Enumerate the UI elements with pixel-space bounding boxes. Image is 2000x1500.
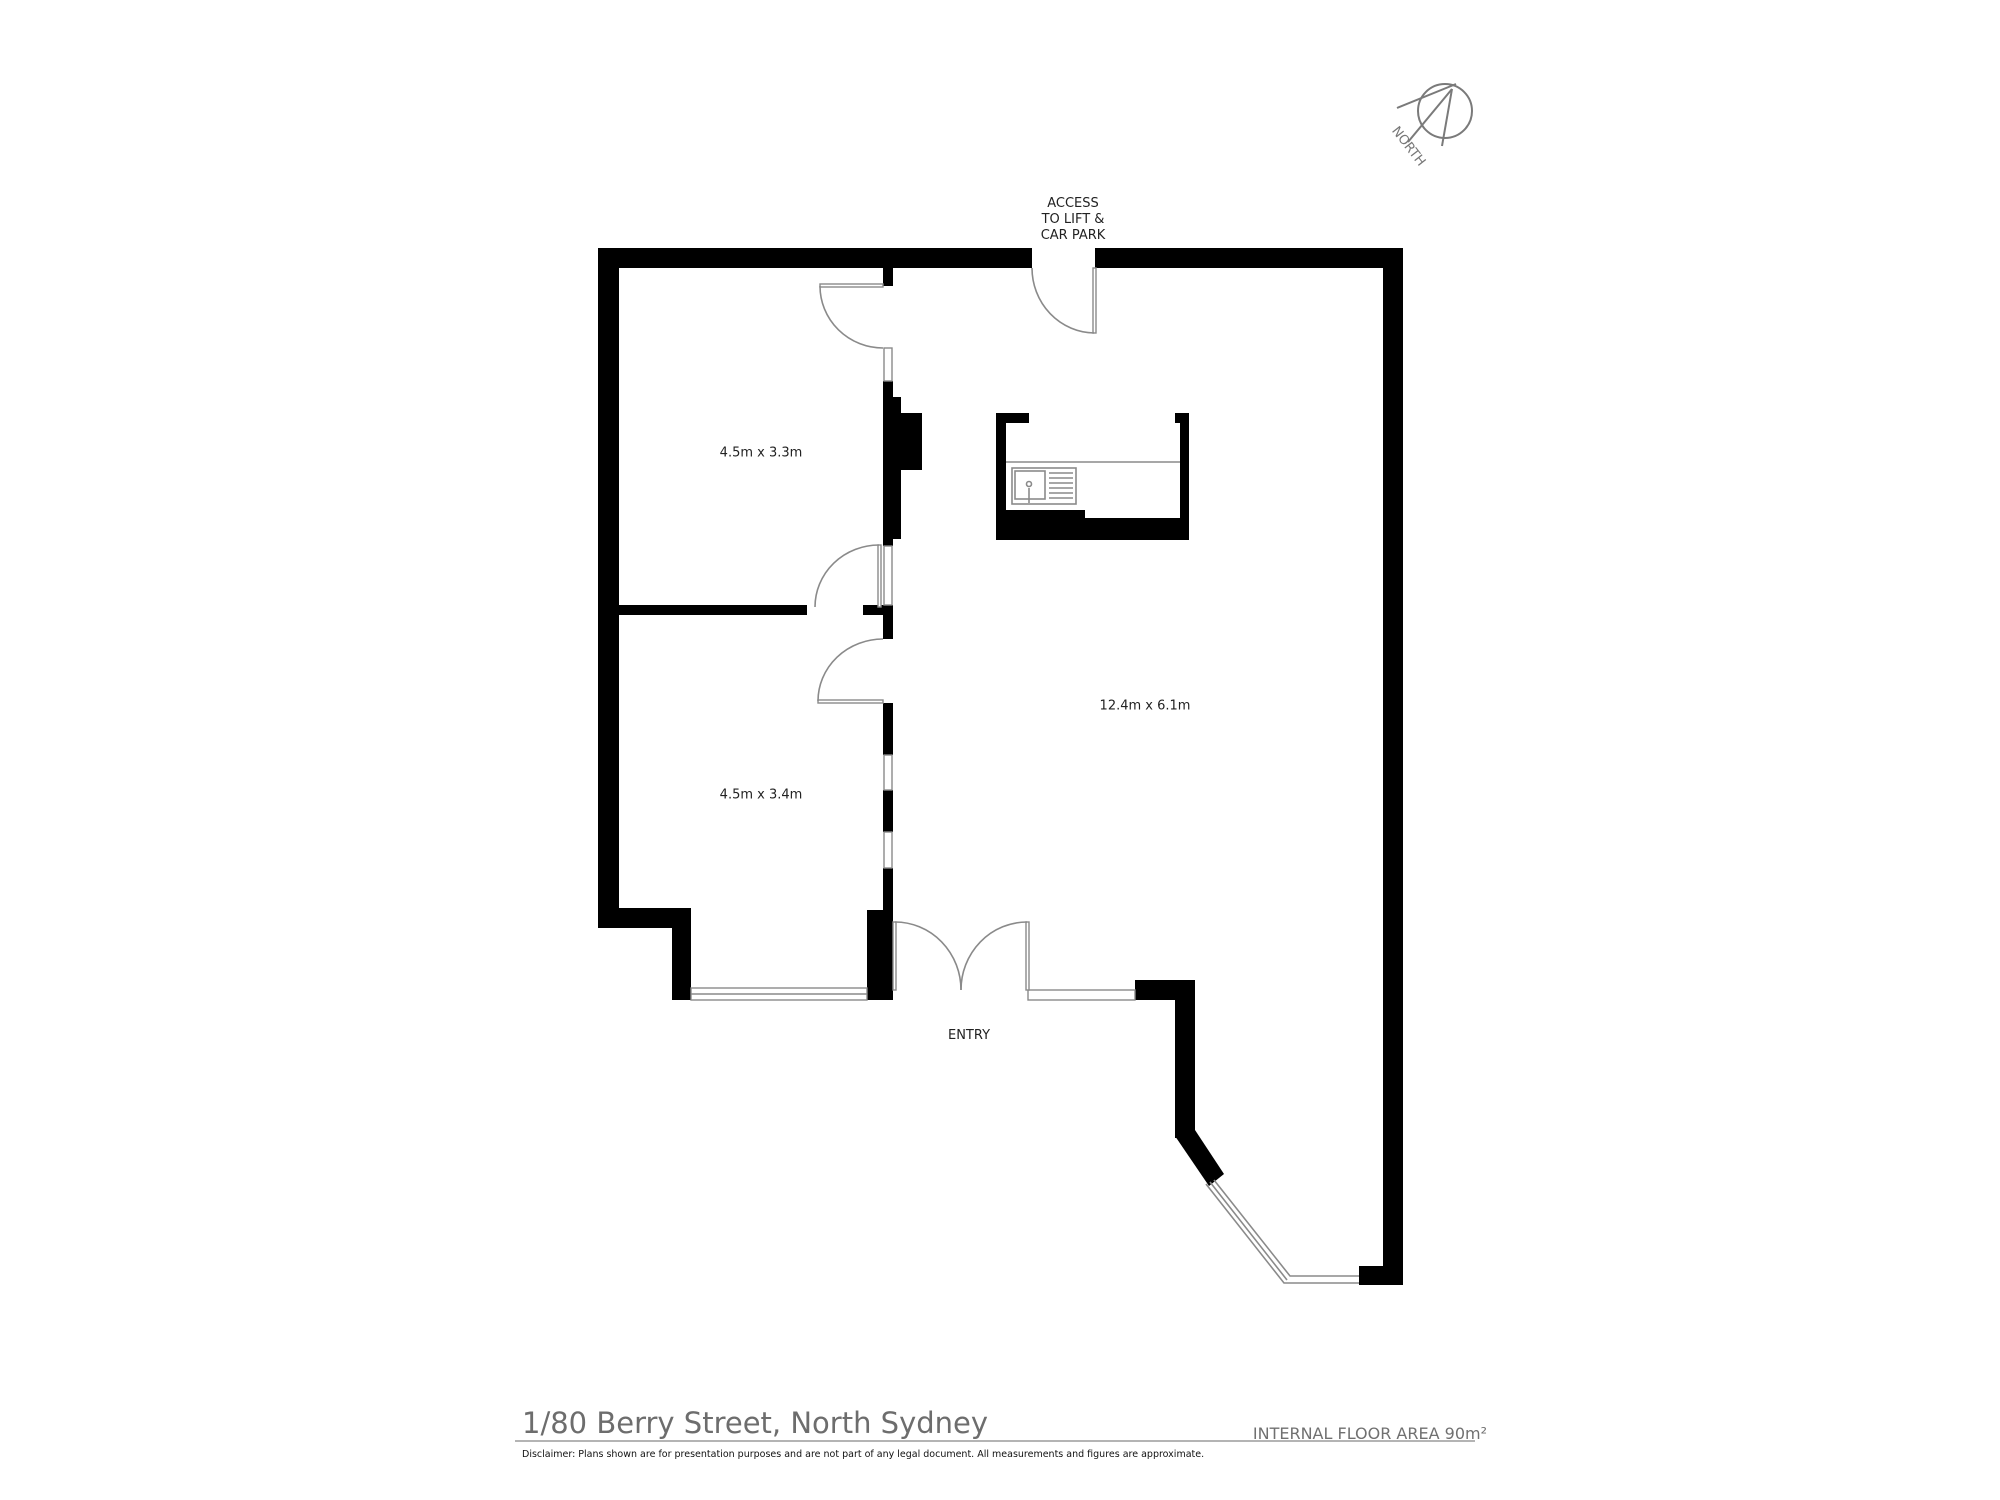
entry-annotation: ENTRY — [947, 1028, 991, 1043]
kitchen-bench — [996, 413, 1189, 540]
footer-divider — [515, 1440, 1475, 1442]
exterior-walls — [598, 248, 1403, 1285]
windows — [690, 347, 1359, 1284]
access-line-3: CAR PARK — [1040, 228, 1106, 243]
access-line-2: TO LIFT & — [1041, 212, 1105, 227]
internal-floor-area: INTERNAL FLOOR AREA 90m² — [1252, 1424, 1487, 1443]
property-address-title: 1/80 Berry Street, North Sydney — [522, 1406, 989, 1440]
doors — [814, 267, 1097, 991]
access-line-1: ACCESS — [1047, 196, 1099, 211]
north-compass-icon — [1396, 83, 1473, 147]
room-dimensions-upper-bedroom: 4.5m x 3.3m — [719, 445, 803, 461]
room-dimensions-main-living: 12.4m x 6.1m — [1099, 698, 1191, 714]
interior-walls — [619, 268, 922, 910]
room-dimensions-lower-bedroom: 4.5m x 3.4m — [719, 787, 803, 803]
disclaimer-text: Disclaimer: Plans shown are for presenta… — [522, 1449, 1205, 1460]
access-annotation: ACCESS TO LIFT & CAR PARK — [1041, 196, 1106, 244]
